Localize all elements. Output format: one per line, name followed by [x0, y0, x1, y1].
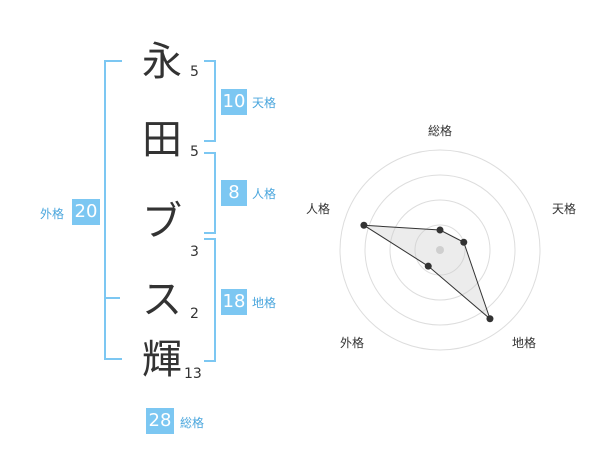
chikaku-bracket	[204, 238, 216, 362]
radar-label-gaikaku: 外格	[340, 336, 365, 350]
tenkaku-label: 天格	[252, 96, 277, 110]
name-char-3: ブ	[142, 199, 182, 245]
radar-point-3	[486, 315, 494, 323]
radar-label-tenkaku: 天格	[552, 202, 577, 216]
jinkaku-bracket	[204, 152, 216, 234]
radar-point-5	[360, 221, 368, 229]
name-char-5: 輝	[142, 337, 182, 383]
stroke-count-3: 3	[190, 244, 199, 260]
tenkaku-bracket	[204, 60, 216, 142]
radar-grid-ring	[414, 224, 466, 276]
gaikaku-bracket	[104, 60, 122, 360]
gaikaku-bracket-tick	[104, 297, 120, 299]
gaikaku-badge: 20	[72, 199, 100, 225]
stroke-count-4: 2	[190, 306, 199, 322]
radar-point-4	[424, 262, 432, 270]
radar-shape	[363, 224, 492, 321]
radar-grid-ring	[364, 174, 516, 326]
radar-label-soukaku: 総格	[428, 124, 453, 138]
gaikaku-label: 外格	[40, 207, 65, 221]
name-char-2: 田	[142, 117, 182, 163]
stroke-count-5: 13	[184, 366, 202, 382]
soukaku-badge: 28	[146, 408, 174, 434]
radar-point-2	[460, 238, 468, 246]
radar-grid-ring	[389, 199, 491, 301]
chikaku-label: 地格	[252, 296, 277, 310]
soukaku-label: 総格	[180, 416, 205, 430]
radar-point-1	[436, 226, 444, 234]
radar-grid-ring	[339, 149, 541, 351]
radar-center	[436, 246, 444, 254]
name-char-4: ス	[142, 277, 182, 323]
tenkaku-badge: 10	[221, 89, 247, 115]
chikaku-badge: 18	[221, 289, 247, 315]
radar-label-chikaku: 地格	[512, 336, 537, 350]
stroke-count-2: 5	[190, 144, 199, 160]
stroke-count-1: 5	[190, 64, 199, 80]
jinkaku-label: 人格	[252, 187, 277, 201]
radar-label-jinkaku: 人格	[306, 202, 331, 216]
jinkaku-badge: 8	[221, 180, 247, 206]
name-char-1: 永	[142, 39, 182, 85]
